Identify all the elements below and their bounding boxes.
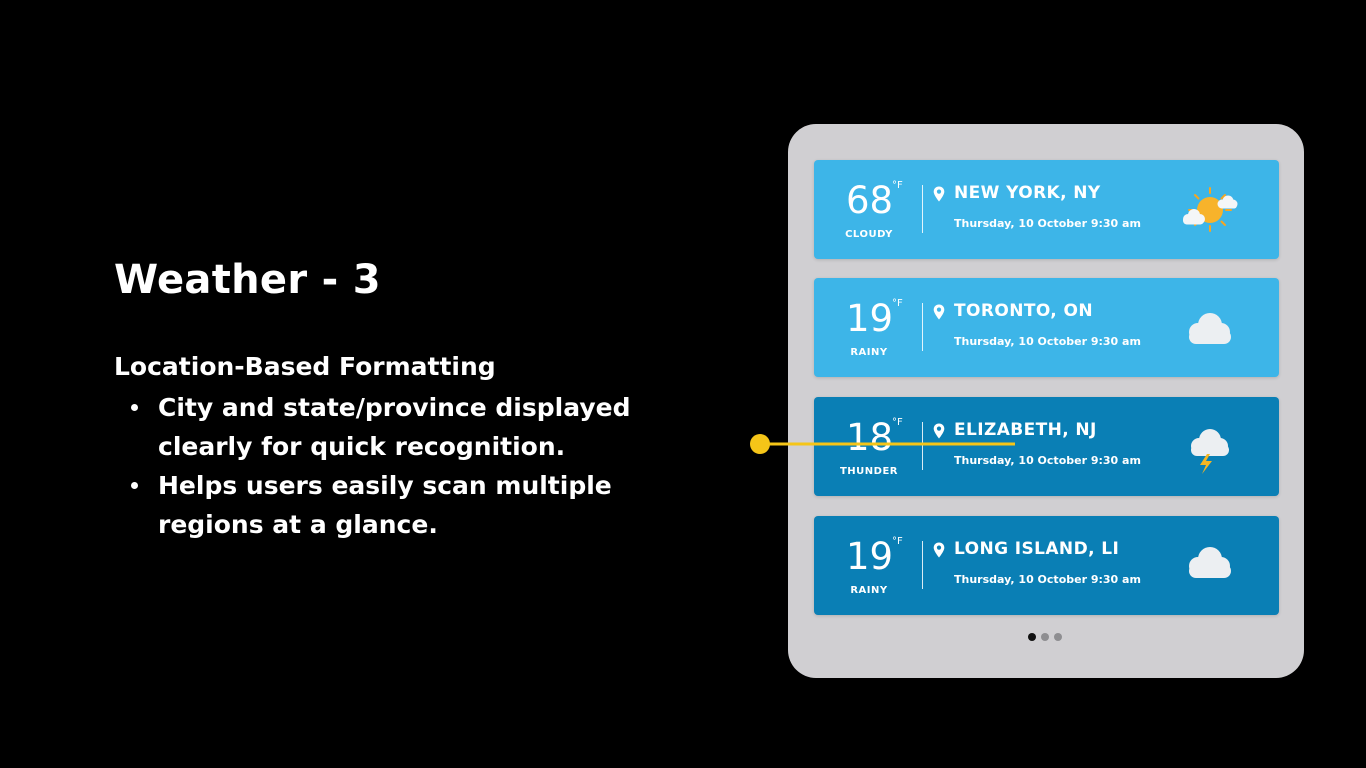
location-pin-icon <box>933 304 945 320</box>
divider <box>922 541 923 589</box>
slide-title: Weather - 3 <box>114 257 381 303</box>
weather-card-new-york[interactable]: 68 °F CLOUDY NEW YORK, NY Thursday, 10 O… <box>814 160 1279 259</box>
temperature: 68 <box>846 179 894 222</box>
bullet-text: Helps users easily scan multiple regions… <box>158 471 612 539</box>
thunder-cloud-icon <box>1191 429 1229 474</box>
location-name: TORONTO, ON <box>954 301 1093 321</box>
temperature: 18 <box>846 416 894 459</box>
bullet-item: Helps users easily scan multiple regions… <box>114 466 658 544</box>
temperature-unit: °F <box>892 536 903 547</box>
weather-card-long-island[interactable]: 19 °F RAINY LONG ISLAND, LI Thursday, 10… <box>814 516 1279 615</box>
callout-pointer <box>750 434 1015 454</box>
bullet-text: City and state/province displayed clearl… <box>158 393 631 461</box>
condition-label: RAINY <box>850 585 888 596</box>
divider <box>922 185 923 233</box>
cloud-icon <box>1189 547 1231 578</box>
date-time: Thursday, 10 October 9:30 am <box>954 573 1141 586</box>
temperature-unit: °F <box>892 417 903 428</box>
weather-card-elizabeth[interactable]: 18 °F THUNDER ELIZABETH, NJ Thursday, 10… <box>814 397 1279 496</box>
condition-label: CLOUDY <box>845 229 893 240</box>
temperature-unit: °F <box>892 180 903 191</box>
partly-sunny-icon <box>1183 187 1238 232</box>
tablet-frame: 68 °F CLOUDY NEW YORK, NY Thursday, 10 O… <box>788 124 1304 678</box>
condition-label: RAINY <box>850 347 888 358</box>
cloud-icon <box>1189 313 1231 344</box>
temperature-unit: °F <box>892 298 903 309</box>
section-heading: Location-Based Formatting <box>114 352 496 381</box>
location-name: NEW YORK, NY <box>954 183 1101 203</box>
temperature: 19 <box>846 535 894 578</box>
location-pin-icon <box>933 542 945 558</box>
location-name: LONG ISLAND, LI <box>954 539 1120 559</box>
location-pin-icon <box>933 186 945 202</box>
pagination-dots <box>1028 633 1062 641</box>
bullet-dot <box>131 404 138 411</box>
pagination-dot[interactable] <box>1041 633 1049 641</box>
date-time: Thursday, 10 October 9:30 am <box>954 454 1141 467</box>
temperature: 19 <box>846 297 894 340</box>
location-pin-icon <box>933 423 945 439</box>
date-time: Thursday, 10 October 9:30 am <box>954 335 1141 348</box>
divider <box>922 422 923 470</box>
weather-card-toronto[interactable]: 19 °F RAINY TORONTO, ON Thursday, 10 Oct… <box>814 278 1279 377</box>
divider <box>922 303 923 351</box>
slide-text: Weather - 3 Location-Based Formatting Ci… <box>114 254 714 544</box>
bullet-list: City and state/province displayed clearl… <box>114 388 714 544</box>
bullet-item: City and state/province displayed clearl… <box>114 388 658 466</box>
bullet-dot <box>131 482 138 489</box>
condition-label: THUNDER <box>839 466 898 477</box>
pagination-dot-active[interactable] <box>1028 633 1036 641</box>
location-name: ELIZABETH, NJ <box>954 420 1097 440</box>
date-time: Thursday, 10 October 9:30 am <box>954 217 1141 230</box>
pagination-dot[interactable] <box>1054 633 1062 641</box>
